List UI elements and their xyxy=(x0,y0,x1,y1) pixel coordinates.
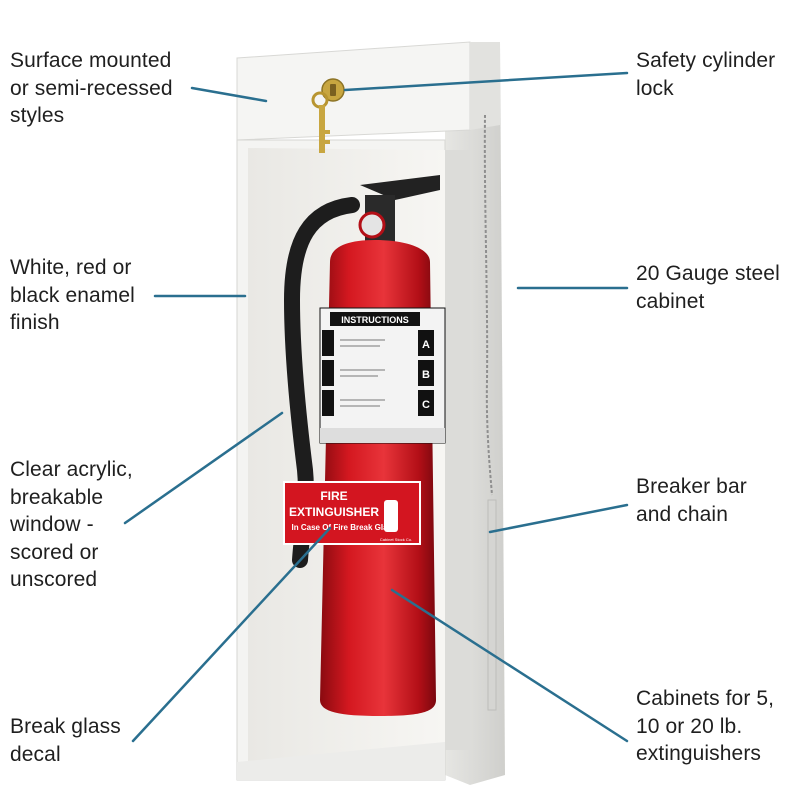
breaker-bar xyxy=(487,499,497,711)
label-steel-cabinet: 20 Gauge steel cabinet xyxy=(636,262,780,313)
leader-lines xyxy=(123,71,629,743)
leader-breaker-bar xyxy=(488,503,629,534)
decal-line-1: FIRE xyxy=(320,489,347,503)
decal-line-2: EXTINGUISHER xyxy=(289,505,379,519)
leader-cabinet-sizes xyxy=(390,588,629,743)
leader-safety-lock xyxy=(343,71,629,92)
lock-icon xyxy=(311,78,345,153)
leader-surface-mounted xyxy=(190,86,268,103)
label-breaker-bar: Breaker bar and chain xyxy=(636,475,747,526)
instructions-title: INSTRUCTIONS xyxy=(341,315,409,325)
class-a-letter: A xyxy=(422,339,430,351)
class-c-letter: C xyxy=(422,399,430,411)
label-enamel-finish: White, red or black enamel finish xyxy=(10,256,135,334)
label-safety-lock: Safety cylinder lock xyxy=(636,49,776,100)
decal-line-3: In Case Of Fire Break Glass xyxy=(292,523,397,532)
instructions-label xyxy=(319,307,446,444)
breaker-chain xyxy=(483,114,493,496)
label-acrylic-window: Clear acrylic, breakable window - scored… xyxy=(10,458,133,591)
leader-acrylic-window xyxy=(123,411,284,525)
extinguisher-handle xyxy=(360,175,440,200)
label-cabinet-sizes: Cabinets for 5, 10 or 20 lb. extinguishe… xyxy=(636,687,775,765)
break-glass-decal xyxy=(283,481,421,545)
leader-break-glass xyxy=(131,526,332,743)
cabinet-header xyxy=(236,41,471,141)
decal-small-print: Cabinet Stock Co. xyxy=(380,537,412,542)
label-break-glass-decal: Break glass decal xyxy=(10,715,121,766)
class-b-letter: B xyxy=(422,369,430,381)
label-surface-mounted: Surface mounted or semi-recessed styles xyxy=(10,49,173,127)
